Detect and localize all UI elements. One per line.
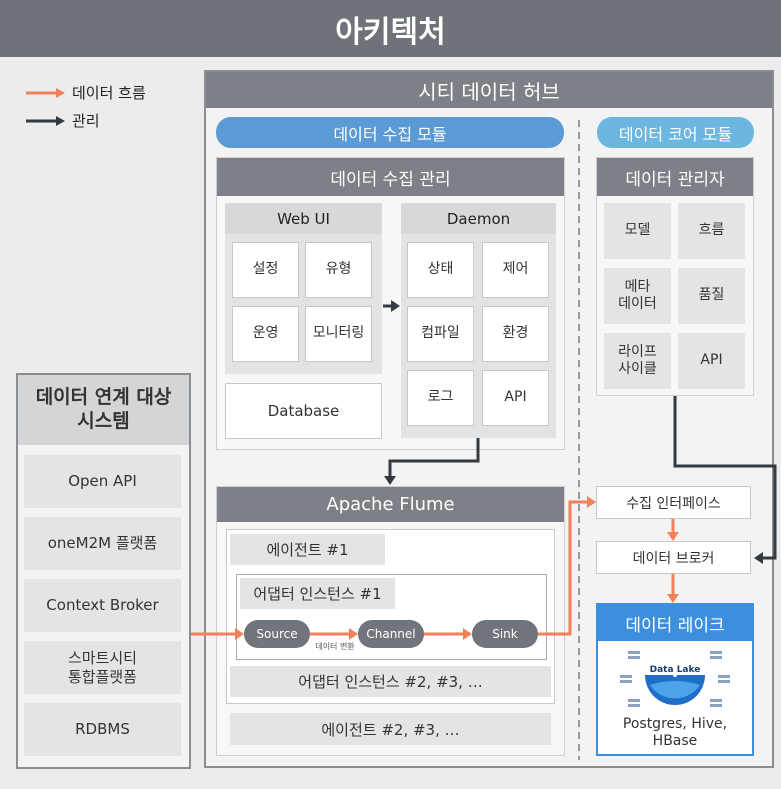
- source-system-item: Open API: [24, 455, 181, 508]
- module-divider: [578, 120, 580, 760]
- legend-manage: 관리: [26, 110, 100, 131]
- data-lake-badge: Data Lake: [649, 665, 701, 675]
- database-box: Database: [225, 383, 382, 439]
- webui-cell: 설정: [232, 242, 299, 298]
- data-manager-cell: 품질: [678, 268, 745, 324]
- adapters-more: 어댑터 인스턴스 #2, #3, …: [230, 666, 551, 697]
- agents-more: 에이전트 #2, #3, …: [230, 713, 551, 745]
- core-module-pill: 데이터 코어 모듈: [597, 117, 754, 148]
- data-manager-cell: 라이프 사이클: [604, 333, 671, 389]
- daemon-cell: API: [482, 370, 549, 426]
- legend-manage-label: 관리: [72, 112, 100, 130]
- hub-title: 시티 데이터 허브: [206, 72, 772, 108]
- webui-title: Web UI: [225, 203, 382, 234]
- daemon-cell: 환경: [482, 306, 549, 362]
- collect-module-pill: 데이터 수집 모듈: [216, 117, 564, 148]
- data-manager-cell: API: [678, 333, 745, 389]
- webui-cell: 운영: [232, 306, 299, 362]
- data-lake-title: 데이터 레이크: [598, 605, 752, 641]
- daemon-title: Daemon: [401, 203, 556, 234]
- daemon-cell: 로그: [407, 370, 474, 426]
- flow-arrow-icon: [26, 87, 65, 98]
- flume-title: Apache Flume: [217, 487, 564, 522]
- source-systems-title: 데이터 연계 대상 시스템: [18, 375, 189, 445]
- webui-cell: 유형: [305, 242, 372, 298]
- transform-label: 데이터 변환: [315, 642, 355, 651]
- agent1-label: 에이전트 #1: [230, 534, 385, 565]
- adapter1-label: 어댑터 인스턴스 #1: [240, 578, 395, 609]
- data-broker-box: 데이터 브로커: [596, 541, 751, 574]
- source-system-item: Context Broker: [24, 579, 181, 632]
- daemon-cell: 컴파일: [407, 306, 474, 362]
- legend-flow: 데이터 흐름: [26, 82, 146, 103]
- data-lake-icon: [620, 651, 730, 707]
- collect-interface-box: 수집 인터페이스: [596, 486, 751, 519]
- data-lake-panel: 데이터 레이크 Data Lake Postgres, Hive, HBase: [596, 603, 754, 756]
- collect-mgmt-title: 데이터 수집 관리: [217, 158, 564, 196]
- daemon-cell: 제어: [482, 242, 549, 298]
- source-system-item: 스마트시티 통합플랫폼: [24, 641, 181, 694]
- data-manager-cell: 흐름: [678, 203, 745, 259]
- page-title-text: 아키텍처: [335, 14, 446, 50]
- source-node: Source: [244, 620, 310, 648]
- data-lake-stores: Postgres, Hive, HBase: [622, 715, 728, 750]
- page-title: 아키텍처: [0, 0, 781, 57]
- daemon-cell: 상태: [407, 242, 474, 298]
- channel-node: Channel: [358, 620, 424, 648]
- source-system-item: oneM2M 플랫폼: [24, 517, 181, 570]
- sink-node: Sink: [472, 620, 538, 648]
- data-manager-title: 데이터 관리자: [597, 158, 753, 196]
- source-system-item: RDBMS: [24, 703, 181, 756]
- manage-arrow-icon: [26, 115, 65, 126]
- data-manager-cell: 메타 데이터: [604, 268, 671, 324]
- data-manager-cell: 모델: [604, 203, 671, 259]
- webui-cell: 모니터링: [305, 306, 372, 362]
- legend-flow-label: 데이터 흐름: [72, 84, 146, 102]
